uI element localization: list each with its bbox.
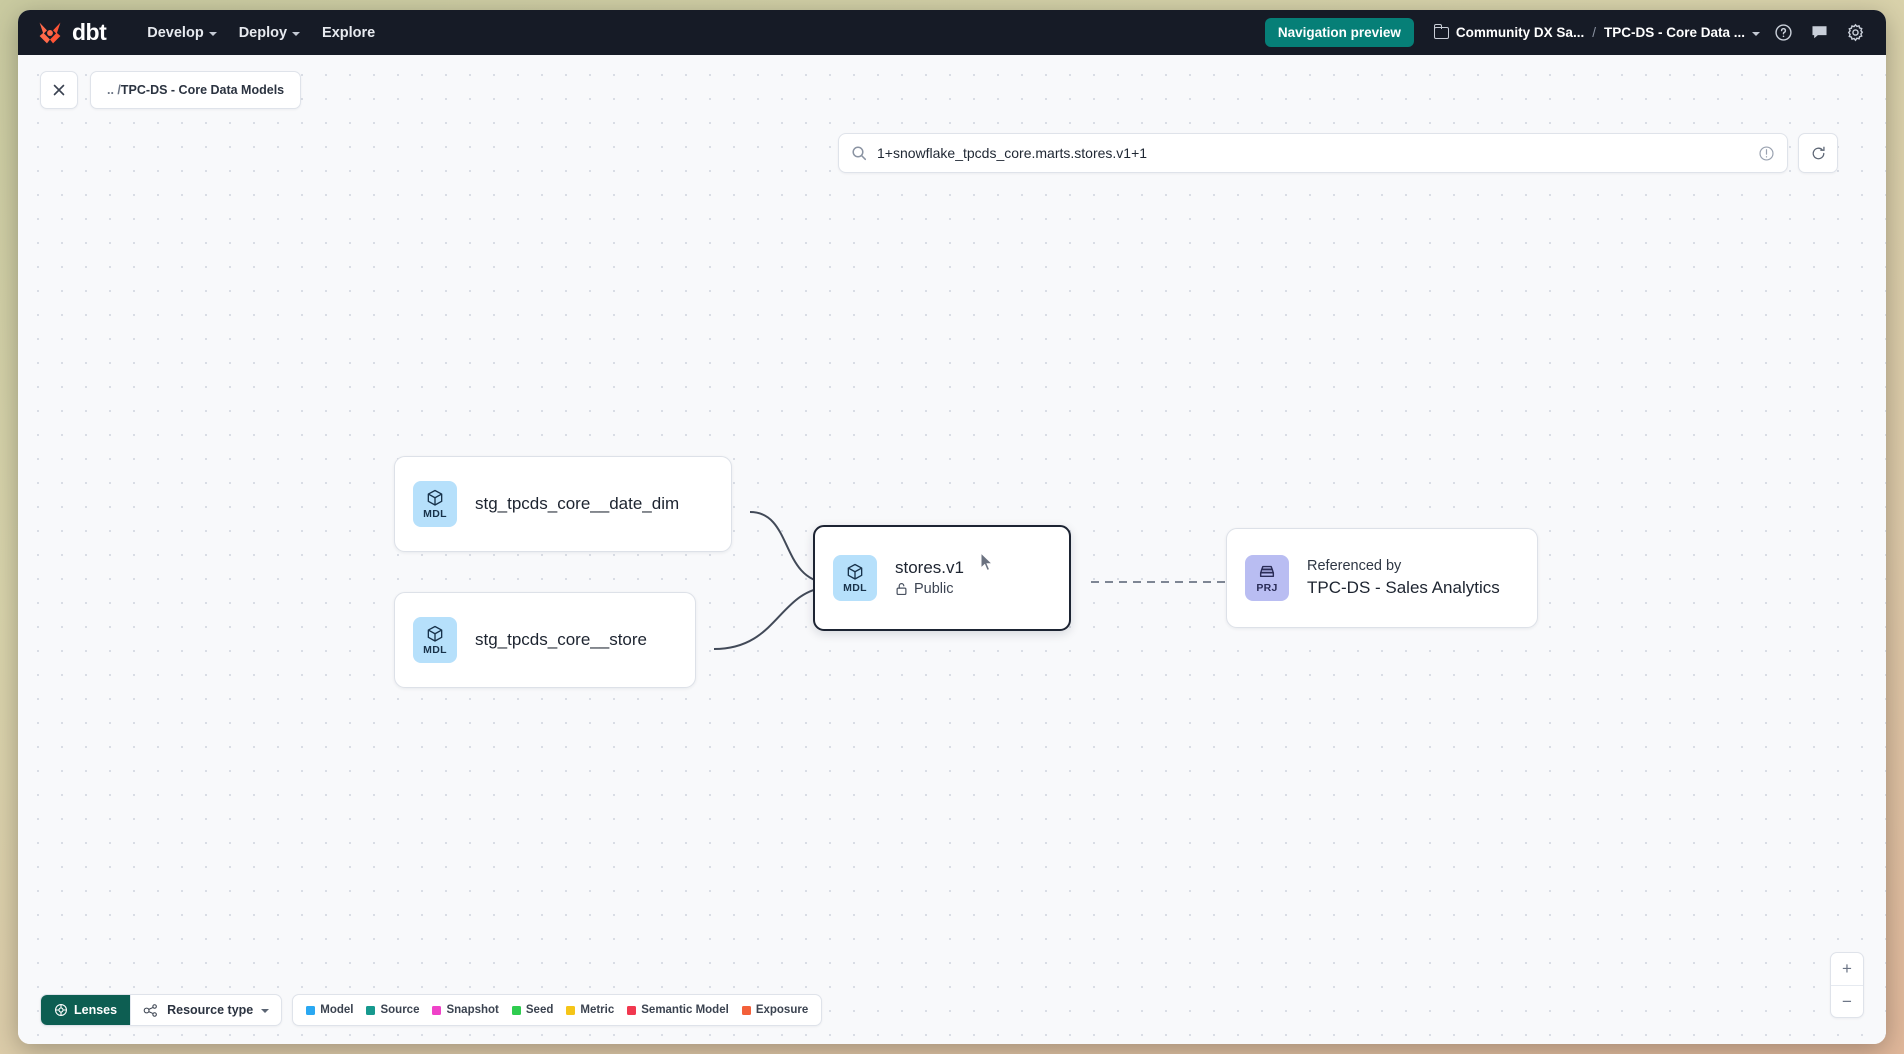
model-badge-label: MDL bbox=[423, 508, 447, 521]
dbt-logo[interactable]: dbt bbox=[36, 19, 107, 46]
lineage-node-stores-v1[interactable]: MDL stores.v1 Public bbox=[813, 525, 1071, 631]
lineage-canvas[interactable]: .. / TPC-DS - Core Data Models bbox=[18, 55, 1886, 1044]
help-circle-icon[interactable] bbox=[1770, 20, 1796, 46]
resource-type-label: Resource type bbox=[167, 1003, 254, 1017]
lenses-button[interactable]: Lenses bbox=[41, 995, 131, 1025]
project-badge-label: PRJ bbox=[1256, 582, 1278, 595]
resource-type-dropdown[interactable]: Resource type bbox=[130, 995, 281, 1025]
legend-item-model[interactable]: Model bbox=[306, 1004, 353, 1016]
model-badge: MDL bbox=[413, 617, 457, 663]
cube-icon bbox=[427, 490, 443, 506]
chevron-down-icon bbox=[292, 31, 301, 36]
legend-label: Metric bbox=[580, 1004, 615, 1016]
breadcrumb-separator: / bbox=[1592, 25, 1596, 40]
top-navigation-bar: dbt Develop Deploy Explore Navigation pr… bbox=[18, 10, 1886, 55]
breadcrumb-label: TPC-DS - Core Data Models bbox=[120, 83, 285, 97]
model-badge-label: MDL bbox=[423, 644, 447, 657]
legend-item-seed[interactable]: Seed bbox=[511, 1004, 554, 1016]
unlock-icon bbox=[896, 583, 907, 596]
legend-label: Semantic Model bbox=[641, 1004, 729, 1016]
legend-item-snapshot[interactable]: Snapshot bbox=[432, 1004, 499, 1016]
breadcrumb-prefix: .. / bbox=[107, 83, 121, 97]
search-icon bbox=[851, 145, 867, 161]
cube-icon bbox=[847, 564, 863, 580]
node-text-stack: Referenced by TPC-DS - Sales Analytics bbox=[1307, 558, 1500, 599]
layers-icon bbox=[1259, 566, 1275, 578]
node-caption: Referenced by bbox=[1307, 557, 1402, 574]
nav-item-deploy-label: Deploy bbox=[238, 24, 288, 41]
feedback-icon[interactable] bbox=[1806, 20, 1832, 46]
chevron-down-icon[interactable] bbox=[1752, 31, 1760, 36]
legend-label: Seed bbox=[525, 1004, 554, 1016]
lineage-node-stg-store[interactable]: MDL stg_tpcds_core__store bbox=[394, 592, 696, 688]
close-button[interactable] bbox=[40, 71, 78, 109]
bottom-toolbar: Lenses Resource type Model Source Snapshot… bbox=[40, 994, 823, 1026]
legend-swatch bbox=[366, 1005, 376, 1015]
node-title: TPC-DS - Sales Analytics bbox=[1307, 578, 1500, 597]
resource-type-legend: Model Source Snapshot Seed Metric Semantic Mo… bbox=[292, 994, 823, 1026]
nodes-icon bbox=[143, 1003, 157, 1017]
nav-item-explore-label: Explore bbox=[322, 24, 376, 41]
lenses-group: Lenses Resource type bbox=[40, 994, 283, 1026]
legend-label: Snapshot bbox=[446, 1004, 499, 1016]
edge-store-to-stores bbox=[713, 580, 831, 650]
nav-item-develop-label: Develop bbox=[147, 24, 204, 41]
model-badge: MDL bbox=[833, 555, 877, 601]
refresh-button[interactable] bbox=[1798, 133, 1838, 173]
legend-swatch bbox=[306, 1005, 316, 1015]
legend-swatch bbox=[566, 1005, 576, 1015]
dbt-logo-text: dbt bbox=[72, 19, 107, 45]
legend-swatch bbox=[741, 1005, 751, 1015]
cube-icon bbox=[427, 626, 443, 642]
zoom-in-button[interactable]: + bbox=[1842, 959, 1852, 978]
zoom-out-button[interactable]: − bbox=[1831, 985, 1863, 1017]
browser-window: dbt Develop Deploy Explore Navigation pr… bbox=[18, 10, 1886, 1044]
lineage-node-stg-date-dim[interactable]: MDL stg_tpcds_core__date_dim bbox=[394, 456, 732, 552]
model-badge: MDL bbox=[413, 481, 457, 527]
folder-icon bbox=[1433, 23, 1449, 39]
legend-label: Exposure bbox=[755, 1004, 809, 1016]
node-access-label: Public bbox=[914, 580, 954, 597]
legend-item-source[interactable]: Source bbox=[366, 1004, 419, 1016]
breadcrumb-chip[interactable]: .. / TPC-DS - Core Data Models bbox=[90, 71, 302, 109]
workspace-breadcrumb: Community DX Sa... / TPC-DS - Core Data … bbox=[1433, 23, 1760, 40]
breadcrumb-project[interactable]: TPC-DS - Core Data ... bbox=[1603, 25, 1745, 40]
search-box[interactable] bbox=[838, 133, 1788, 173]
gear-icon[interactable] bbox=[1842, 20, 1868, 46]
chevron-down-icon bbox=[208, 31, 217, 36]
navigation-preview-button[interactable]: Navigation preview bbox=[1264, 18, 1414, 47]
info-circle-icon[interactable] bbox=[1750, 145, 1775, 162]
search-input[interactable] bbox=[877, 145, 1750, 161]
legend-swatch bbox=[511, 1005, 521, 1015]
node-label: stg_tpcds_core__date_dim bbox=[475, 494, 680, 513]
node-label: stg_tpcds_core__store bbox=[475, 630, 647, 649]
lineage-search-area bbox=[838, 133, 1838, 173]
canvas-toolbar: .. / TPC-DS - Core Data Models bbox=[18, 55, 1886, 125]
legend-item-metric[interactable]: Metric bbox=[566, 1004, 614, 1016]
legend-item-semantic-model[interactable]: Semantic Model bbox=[627, 1004, 729, 1016]
legend-label: Source bbox=[380, 1004, 420, 1016]
zoom-controls: + − bbox=[1830, 952, 1864, 1018]
node-text-stack: stores.v1 Public bbox=[895, 558, 964, 597]
node-title: stores.v1 bbox=[895, 558, 964, 578]
lenses-label: Lenses bbox=[74, 1003, 118, 1017]
lineage-node-project-sales-analytics[interactable]: PRJ Referenced by TPC-DS - Sales Analyti… bbox=[1226, 528, 1538, 628]
nav-item-explore[interactable]: Explore bbox=[311, 19, 386, 47]
legend-item-exposure[interactable]: Exposure bbox=[741, 1004, 809, 1016]
chevron-down-icon bbox=[261, 1009, 270, 1013]
legend-swatch bbox=[432, 1005, 442, 1015]
project-badge: PRJ bbox=[1245, 555, 1289, 601]
nav-item-develop[interactable]: Develop bbox=[136, 19, 227, 47]
breadcrumb-account[interactable]: Community DX Sa... bbox=[1455, 25, 1585, 40]
lens-icon bbox=[55, 1004, 67, 1016]
dbt-x-logo-icon bbox=[39, 22, 61, 43]
nav-item-deploy[interactable]: Deploy bbox=[228, 19, 311, 47]
model-badge-label: MDL bbox=[843, 582, 867, 595]
node-access: Public bbox=[895, 581, 964, 598]
legend-label: Model bbox=[320, 1004, 354, 1016]
legend-swatch bbox=[627, 1005, 637, 1015]
